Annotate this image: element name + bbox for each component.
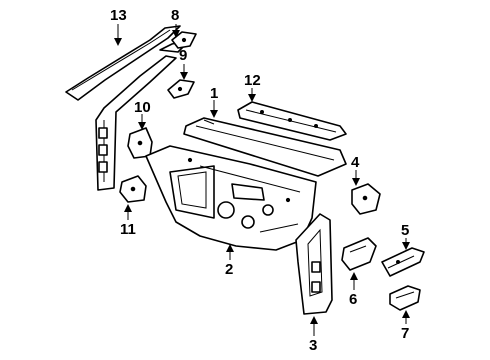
part-10-plate	[127, 127, 153, 159]
part-11-plate	[119, 175, 147, 203]
callout-2: 2	[225, 261, 233, 278]
callout-7: 7	[401, 325, 409, 342]
callout-11: 11	[120, 221, 136, 238]
leader-lines	[114, 24, 410, 336]
part-8-bracket	[171, 31, 197, 49]
part-12-cowl-top	[237, 101, 347, 141]
callout-6: 6	[349, 291, 357, 308]
part-6-bracket	[341, 237, 377, 271]
part-9-bracket	[167, 79, 195, 99]
callout-4: 4	[351, 154, 360, 171]
part-7-bracket	[389, 285, 421, 311]
callout-13: 13	[110, 7, 127, 24]
callout-10: 10	[134, 99, 151, 116]
callout-12: 12	[244, 72, 261, 89]
callout-3: 3	[309, 337, 317, 354]
callout-1: 1	[210, 85, 218, 102]
part-2-dash-panel	[145, 145, 317, 251]
part-3-side-panel	[295, 213, 333, 315]
callouts: 13 8 9 10 11 12 1 4 5 6 2 3 7	[110, 7, 409, 354]
callout-5: 5	[401, 222, 409, 239]
part-1-cowl-panel	[183, 117, 347, 177]
callout-9: 9	[179, 47, 187, 64]
part-4-bracket	[351, 183, 381, 215]
part-5-bracket	[381, 247, 425, 277]
part-hinge-pillar	[95, 55, 177, 191]
callout-8: 8	[171, 7, 179, 24]
